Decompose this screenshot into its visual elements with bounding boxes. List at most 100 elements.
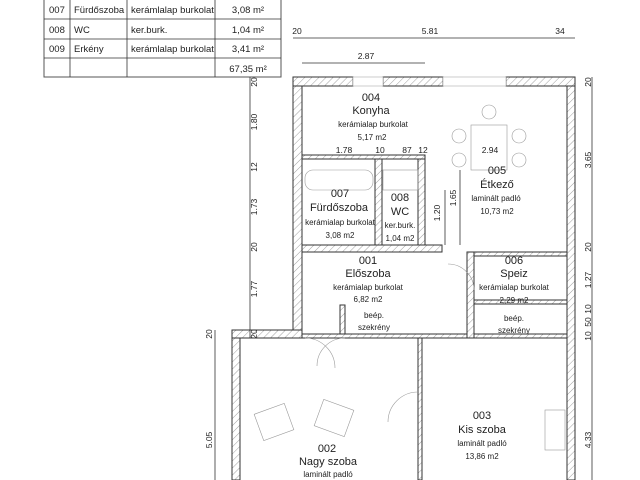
svg-text:20: 20 (583, 242, 593, 252)
svg-text:20: 20 (249, 77, 259, 87)
svg-text:4.33: 4.33 (583, 431, 593, 448)
svg-text:kerámialap burkolat: kerámialap burkolat (305, 218, 376, 227)
window (352, 76, 384, 87)
svg-text:3,08 m²: 3,08 m² (232, 5, 264, 16)
svg-text:34: 34 (555, 26, 565, 36)
room-wc: 008 WC ker.burk. 1,04 m2 (385, 192, 416, 243)
svg-text:10: 10 (583, 304, 593, 314)
chair (511, 152, 527, 168)
svg-text:1.27: 1.27 (583, 271, 593, 288)
svg-text:007: 007 (331, 188, 349, 200)
svg-text:12: 12 (418, 145, 428, 155)
svg-text:20: 20 (583, 77, 593, 87)
svg-text:5,17 m2: 5,17 m2 (358, 133, 387, 142)
svg-text:10: 10 (375, 145, 385, 155)
bathtub (304, 169, 374, 191)
svg-text:008: 008 (391, 192, 409, 204)
svg-text:2.87: 2.87 (358, 51, 375, 61)
svg-text:20: 20 (249, 329, 259, 339)
svg-text:kerámialap burkolat: kerámialap burkolat (333, 283, 404, 292)
armchair (253, 402, 295, 442)
svg-text:kerámialap burkolat: kerámialap burkolat (338, 120, 409, 129)
svg-text:004: 004 (362, 92, 380, 104)
sink (382, 169, 419, 191)
svg-text:10,73 m2: 10,73 m2 (480, 207, 514, 216)
closet-left: beép. szekrény (358, 311, 390, 332)
svg-text:1.80: 1.80 (249, 113, 259, 130)
svg-text:003: 003 (473, 410, 491, 422)
svg-text:6,82 m2: 6,82 m2 (354, 295, 383, 304)
svg-text:5.81: 5.81 (422, 26, 439, 36)
svg-text:12: 12 (249, 162, 259, 172)
table-row: 008 WC ker.burk. 1,04 m² (49, 25, 264, 36)
door-swing (447, 263, 475, 291)
svg-text:009: 009 (49, 44, 65, 55)
furniture (253, 104, 566, 451)
dining-table (470, 124, 508, 171)
chair (451, 128, 467, 144)
svg-text:1.20: 1.20 (432, 204, 442, 221)
walls (231, 76, 576, 480)
svg-text:ker.burk.: ker.burk. (131, 25, 167, 36)
chair (481, 104, 497, 120)
svg-text:1,04 m²: 1,04 m² (232, 25, 264, 36)
desk (544, 409, 566, 451)
svg-text:Kis szoba: Kis szoba (458, 424, 507, 436)
svg-text:3,41 m²: 3,41 m² (232, 44, 264, 55)
svg-text:1.73: 1.73 (249, 198, 259, 215)
svg-text:beép.: beép. (504, 314, 524, 323)
svg-text:szekrény: szekrény (498, 326, 530, 335)
svg-text:szekrény: szekrény (358, 323, 390, 332)
svg-text:002: 002 (318, 443, 336, 455)
svg-text:Speiz: Speiz (500, 268, 528, 280)
svg-text:kerámialap burkolat: kerámialap burkolat (479, 283, 550, 292)
svg-text:10: 10 (583, 331, 593, 341)
window (442, 76, 507, 87)
table-total: 67,35 m² (229, 64, 267, 75)
svg-text:2.94: 2.94 (482, 145, 499, 155)
svg-text:5.05: 5.05 (204, 431, 214, 448)
room-kis-szoba: 003 Kis szoba laminált padló 13,86 m2 (457, 410, 507, 461)
door-swing (387, 391, 419, 423)
svg-text:3,08 m2: 3,08 m2 (326, 231, 355, 240)
room-speiz: 006 Speiz kerámialap burkolat 2,29 m2 (479, 255, 550, 305)
svg-text:007: 007 (49, 5, 65, 16)
room-table: 007 Fürdőszoba kerámlalap burkolat 3,08 … (43, 0, 282, 78)
chair (511, 128, 527, 144)
svg-text:ker.burk.: ker.burk. (385, 221, 416, 230)
room-eloszoba: 001 Előszoba kerámialap burkolat 6,82 m2 (333, 255, 404, 304)
table-row: 007 Fürdőszoba kerámlalap burkolat 3,08 … (49, 5, 264, 16)
svg-text:2,29 m2: 2,29 m2 (500, 296, 529, 305)
dimension-labels: 20 5.81 34 2.87 1.78 10 87 12 2.94 1.20 … (204, 26, 593, 448)
svg-text:20: 20 (204, 329, 214, 339)
svg-text:13,86 m2: 13,86 m2 (465, 452, 499, 461)
svg-text:008: 008 (49, 25, 65, 36)
svg-text:Erkény: Erkény (74, 44, 104, 55)
svg-text:1.65: 1.65 (448, 189, 458, 206)
svg-text:WC: WC (74, 25, 90, 36)
room-nagy-szoba: 002 Nagy szoba laminált padló (299, 443, 358, 479)
svg-text:1,04 m2: 1,04 m2 (386, 234, 415, 243)
svg-text:1.78: 1.78 (336, 145, 353, 155)
svg-text:005: 005 (488, 165, 506, 177)
svg-text:Előszoba: Előszoba (345, 268, 391, 280)
armchair (313, 398, 355, 438)
chair (451, 152, 467, 168)
svg-text:20: 20 (249, 242, 259, 252)
svg-text:kerámlalap burkolat: kerámlalap burkolat (131, 44, 214, 55)
room-etkezo: 005 Étkező laminált padló 10,73 m2 (471, 165, 521, 216)
svg-text:laminált padló: laminált padló (457, 439, 507, 448)
svg-text:1.77: 1.77 (249, 280, 259, 297)
svg-text:Étkező: Étkező (480, 178, 514, 191)
svg-text:87: 87 (402, 145, 412, 155)
svg-text:WC: WC (391, 206, 409, 218)
svg-text:Fürdőszoba: Fürdőszoba (310, 202, 369, 214)
dimension-lines (214, 37, 593, 480)
svg-text:Konyha: Konyha (352, 105, 390, 117)
svg-text:001: 001 (359, 255, 377, 267)
closet-right: beép. szekrény (498, 314, 530, 335)
svg-text:Fürdőszoba: Fürdőszoba (74, 5, 125, 16)
door-swing (304, 337, 346, 369)
svg-text:kerámlalap burkolat: kerámlalap burkolat (131, 5, 214, 16)
